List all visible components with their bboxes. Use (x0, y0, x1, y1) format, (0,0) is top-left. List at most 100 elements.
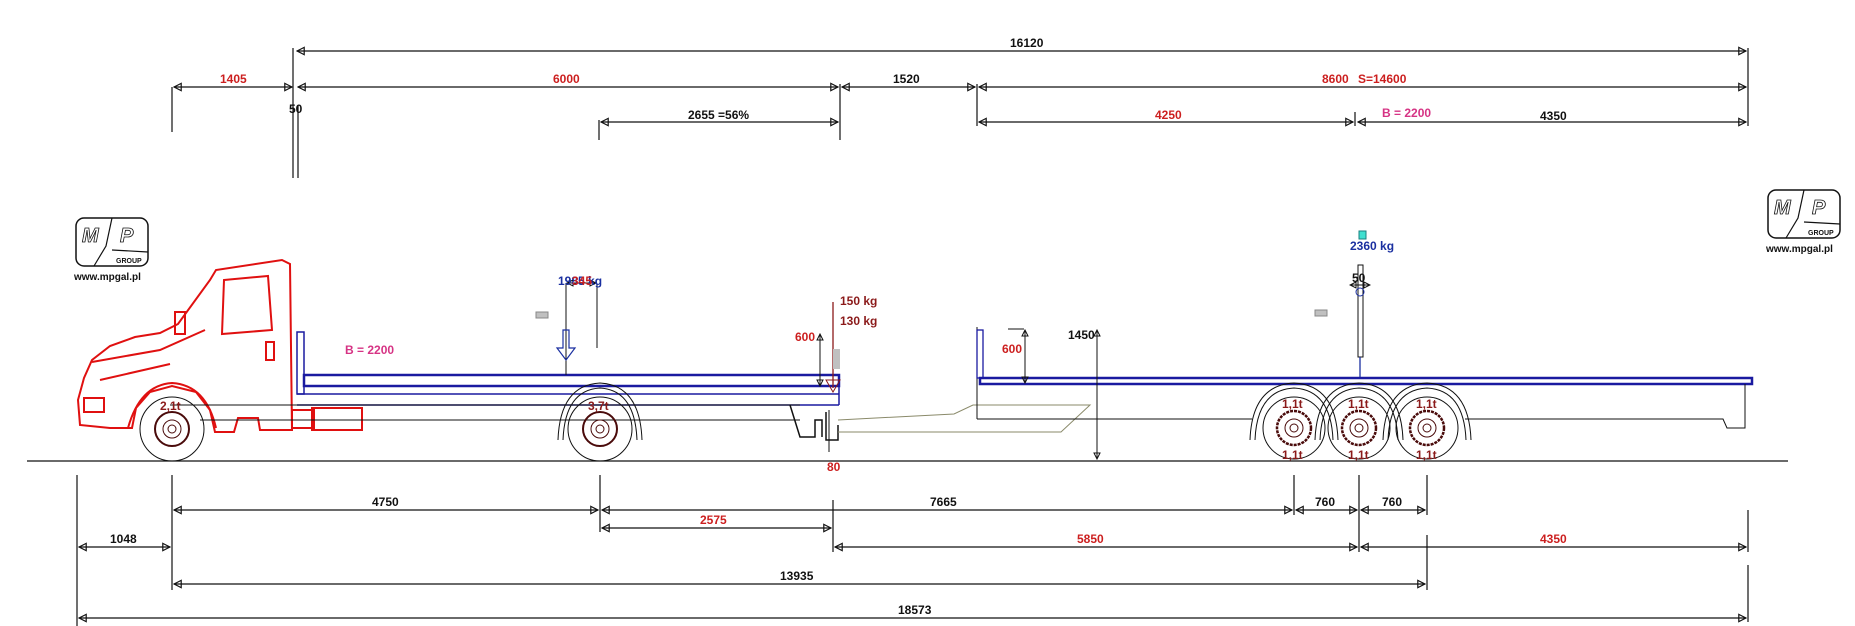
logo-left: M P GROUP www.mpgal.pl (73, 217, 149, 283)
rim (1275, 409, 1313, 447)
tire (567, 396, 633, 462)
dim-4250-label: 4250 (1155, 108, 1182, 122)
logo-letter-m: M (1774, 197, 1792, 219)
logo-right: M P GROUP www.mpgal.pl (1765, 189, 1841, 255)
trailer-axle-3-load-bottom: 1,1t (1416, 448, 1437, 462)
side-mirror (174, 311, 186, 335)
logo-group-text: GROUP (1808, 230, 1834, 237)
dim-sum-label: S=14600 (1358, 72, 1407, 86)
cab-window (220, 274, 274, 336)
truck-width-label: B = 2200 (345, 343, 394, 357)
trailer-width-label: B = 2200 (1382, 106, 1431, 120)
truck-load-mass: 1985 kg (558, 274, 602, 288)
cab-hood (91, 329, 206, 381)
hitch-marker (833, 349, 840, 369)
trailer-axle-1 (1249, 382, 1339, 460)
mudguard (557, 382, 643, 441)
hub (162, 419, 182, 439)
dim-1520-label: 1520 (893, 72, 920, 86)
dim-1405-label: 1405 (220, 72, 247, 86)
hub-center (167, 424, 177, 434)
trailer-front-board (976, 329, 984, 379)
headlight (83, 397, 105, 413)
hitch-load-1: 150 kg (840, 294, 877, 308)
down-arrow-icon (555, 329, 577, 361)
top-dimensions (171, 48, 1749, 178)
dim-4350-top-label: 4350 (1540, 109, 1567, 123)
trailer-body (976, 327, 1754, 459)
front-axle-load: 2,1t (160, 399, 181, 413)
mudguard-inner (1254, 387, 1334, 441)
cog-marker (1314, 309, 1328, 317)
hub (590, 419, 610, 439)
logo-divider (1785, 189, 1841, 239)
trailer-axle-1-load-bottom: 1,1t (1282, 448, 1303, 462)
truck-side-height: 600 (795, 330, 815, 344)
truck-cab (76, 258, 363, 433)
logo-url: www.mpgal.pl (73, 272, 141, 283)
dim-6000-label: 6000 (553, 72, 580, 86)
tire (1395, 396, 1459, 460)
hub-center (1354, 423, 1364, 433)
trailer-deck-height: 1450 (1068, 328, 1095, 342)
rim (154, 411, 190, 447)
rim (1408, 409, 1446, 447)
cab-outline (76, 258, 294, 433)
trailer-axle-2-load-top: 1,1t (1348, 397, 1369, 411)
bottom-dimensions (76, 475, 1749, 626)
cog-marker (535, 311, 549, 319)
dim-13935-label: 13935 (780, 569, 814, 583)
trailer-axle-2-load-bottom: 1,1t (1348, 448, 1369, 462)
trailer-axle-3 (1382, 382, 1472, 460)
hub-center (595, 424, 605, 434)
dim-760-b-label: 760 (1382, 495, 1402, 509)
trailer-load-mass: 2360 kg (1350, 239, 1394, 253)
truck-hitch: 150 kg 130 kg 600 80 (789, 294, 877, 474)
dim-5850-label: 5850 (1077, 532, 1104, 546)
tire (1327, 396, 1391, 460)
hub-center (1289, 423, 1299, 433)
dim-8600-label: 8600 (1322, 72, 1349, 86)
rear-truck-wheel (557, 382, 643, 462)
mudguard-inner (1319, 387, 1399, 441)
drawbar (837, 404, 1092, 433)
logo-letter-p: P (120, 225, 134, 247)
hub (1349, 418, 1369, 438)
trailer-axle-3-load-top: 1,1t (1416, 397, 1437, 411)
load-cog-marker (1358, 230, 1367, 240)
cab-wheel-arch (127, 381, 217, 429)
hub-center (1422, 423, 1432, 433)
dim-18573-label: 18573 (898, 603, 932, 617)
rim (582, 411, 618, 447)
truck-load-marker: 1985 kg 345 (535, 274, 602, 375)
cab-door-handle (265, 341, 275, 361)
dim-2575-label: 2575 (700, 513, 727, 527)
trailer-load-marker: 2360 kg 50 (1314, 230, 1394, 377)
tire (1262, 396, 1326, 460)
load-point-icon (1355, 287, 1365, 297)
logo-url: www.mpgal.pl (1765, 244, 1833, 255)
trailer-load-offset: 50 (1352, 271, 1366, 285)
truck-load-offset: 345 (572, 274, 592, 288)
tire (139, 396, 205, 462)
rear-axle-load: 3,7t (588, 399, 609, 413)
mudguard (1382, 382, 1472, 441)
hitch-load-2: 130 kg (840, 314, 877, 328)
dim-2655-label: 2655 =56% (688, 108, 749, 122)
top-dimension-labels: 16120 1405 6000 1520 8600 S=14600 2655 =… (220, 36, 1567, 123)
trailer-side-height: 600 (1002, 342, 1022, 356)
trailer-frame-rear (1465, 384, 1746, 429)
logo-group-text: GROUP (116, 258, 142, 265)
dim-16120-label: 16120 (1010, 36, 1044, 50)
dim-7665-label: 7665 (930, 495, 957, 509)
fuel-tank (311, 407, 363, 431)
logo-letter-m: M (82, 225, 100, 247)
bottom-dimension-labels: 4750 7665 760 760 2575 1048 5850 4350 13… (110, 495, 1567, 617)
truck-deck (302, 373, 841, 388)
mudguard-inner (1387, 387, 1467, 441)
front-wheel (139, 396, 205, 462)
hub (1284, 418, 1304, 438)
mudguard-inner (562, 387, 638, 441)
coupling (789, 404, 839, 441)
